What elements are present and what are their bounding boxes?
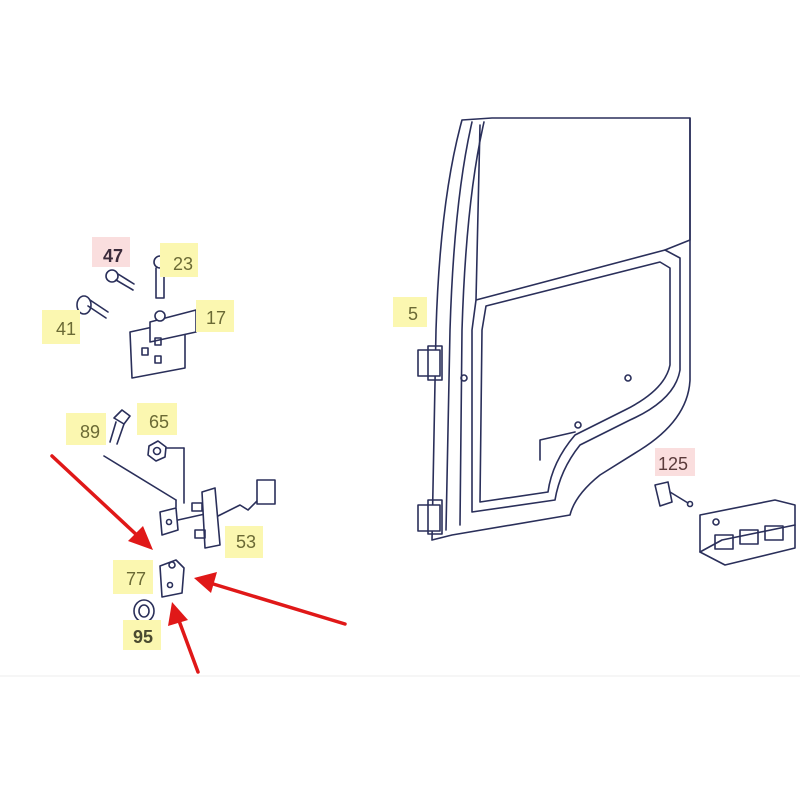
door-check-53: [103, 447, 276, 549]
label-5: 5: [408, 304, 418, 324]
label-53: 53: [236, 532, 256, 552]
red-arrow-bottom: [168, 602, 200, 674]
label-95-bg: [123, 620, 161, 650]
label-53-bg: [225, 526, 263, 558]
door-panel: [417, 117, 691, 541]
bolt-47: [105, 269, 135, 291]
bolt-89: [109, 409, 131, 445]
label-23-bg: [160, 243, 198, 277]
label-89: 89: [80, 422, 100, 442]
label-77: 77: [126, 569, 146, 589]
label-47-bg: [92, 237, 130, 267]
bolt-41: [76, 295, 109, 319]
lower-hinge: [417, 504, 441, 532]
label-89-bg: [66, 413, 106, 445]
label-65: 65: [149, 412, 169, 432]
red-arrow-upper-left: [50, 454, 153, 550]
label-41: 41: [56, 319, 76, 339]
upper-hinge: [417, 349, 441, 377]
hinge-plate-17: [129, 309, 197, 379]
label-95: 95: [133, 627, 153, 647]
label-17-bg: [196, 300, 234, 332]
label-65-bg: [137, 403, 177, 435]
label-23: 23: [173, 254, 193, 274]
pin-125: [654, 481, 694, 508]
nut-95: [133, 599, 155, 623]
label-47: 47: [103, 246, 123, 266]
step-bracket: [699, 499, 796, 566]
red-arrow-right: [194, 572, 347, 626]
nut-65: [147, 440, 167, 462]
label-5-bg: [393, 297, 427, 327]
label-125-bg: [655, 448, 695, 476]
label-41-bg: [42, 310, 80, 344]
label-125: 125: [658, 454, 688, 474]
label-77-bg: [113, 560, 153, 594]
bracket-77: [159, 559, 185, 598]
label-17: 17: [206, 308, 226, 328]
